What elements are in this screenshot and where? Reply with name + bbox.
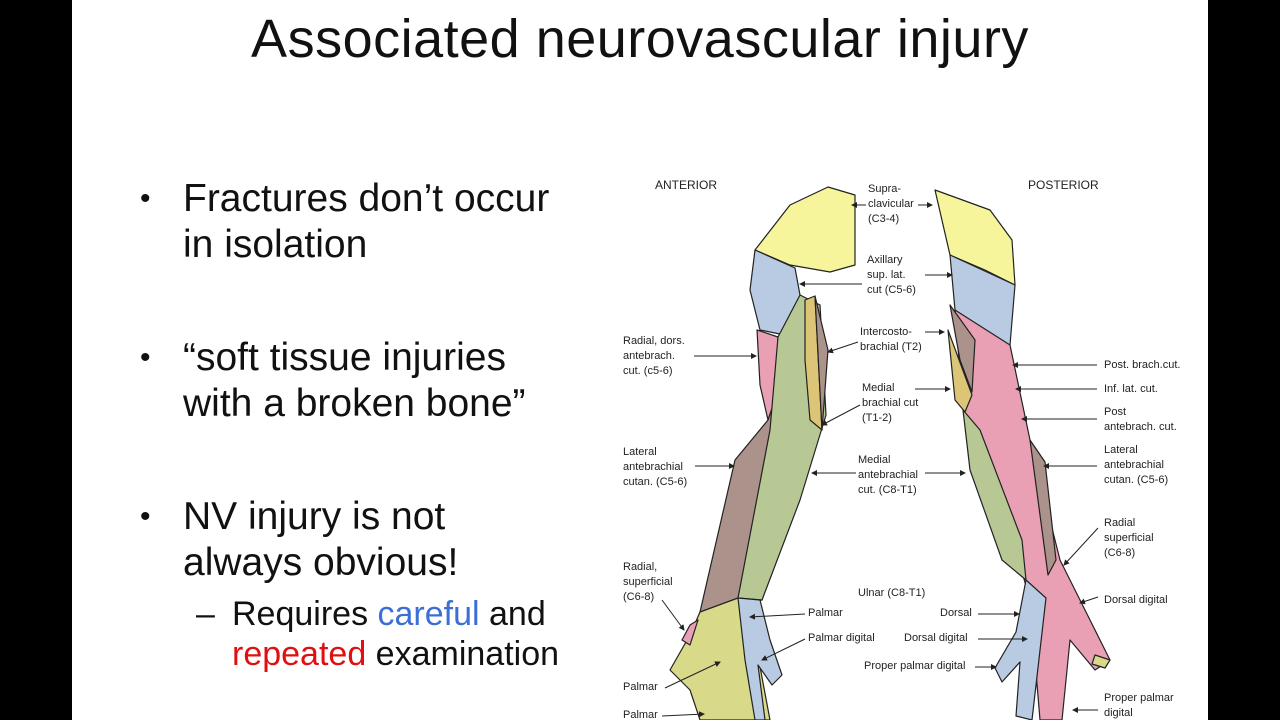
region-proper-palmar-post [1091,654,1111,669]
sub-text: examination [366,635,560,673]
posterior-heading: POSTERIOR [1028,178,1099,192]
bullet-line: always obvious! [183,541,459,584]
highlight-repeated: repeated [232,635,367,673]
arrow [761,638,806,661]
sub-text: Requires [232,595,378,633]
label-palmar-2: Palmar [623,709,658,720]
region-ulnar-palmar [737,597,783,720]
label-post-brach: Post. brach.cut. [1104,359,1181,371]
bullet-line: with a broken bone” [183,382,526,425]
arrow [821,404,861,426]
anterior-heading: ANTERIOR [655,178,718,192]
label-dorsal: Dorsal [940,607,972,619]
posterior-arm [934,189,1111,720]
label-radial-dors: Radial, dors.antebrach.cut. (c5-6) [623,335,685,377]
bullet-line: NV injury is not [183,495,446,538]
region-radial-superficial-ant [681,619,699,646]
arrow [749,613,806,620]
label-ulnar: Ulnar (C8-T1) [858,587,926,599]
label-dorsal-digital: Dorsal digital [904,632,968,644]
arrows [661,202,1099,718]
anterior-arm [669,186,856,720]
label-inf-lat: Inf. lat. cut. [1104,383,1158,395]
region-medial-brachial [804,295,823,431]
arrow [1063,527,1099,566]
label-radial-superficial-ant: Radial,superficial(C6-8) [623,561,673,603]
region-lateral-antebrachial-post [1029,439,1057,576]
arrow [664,661,721,689]
label-palmar-digital: Palmar digital [808,632,875,644]
label-intercostobrachial: Intercosto-brachial (T2) [860,326,922,353]
label-proper-palmar-digital: Proper palmar digital [864,660,966,672]
arrow [661,599,685,631]
highlight-careful: careful [377,595,480,633]
arrow [1079,596,1099,605]
bullet-dot-icon: • [140,500,151,533]
bullet-line: “soft tissue injuries [183,336,506,379]
dermatome-diagram [661,186,1111,720]
region-intercostobrachial [814,295,829,431]
region-supraclavicular [754,186,856,273]
label-supraclavicular: Supra-clavicular(C3-4) [868,183,914,225]
arrow [827,341,859,354]
bullet-dot-icon: • [140,341,151,374]
region-intercostobrachial-post [949,304,976,393]
bullet-line: in isolation [183,223,368,266]
sub-bullet-dash: – [196,595,215,633]
arrow [661,711,705,718]
label-palmar: Palmar [808,607,843,619]
bullet-dot-icon: • [140,182,151,215]
region-ulnar-post [994,579,1047,720]
slide-title: Associated neurovascular injury [251,9,1029,69]
slide: Associated neurovascular injury • Fractu… [72,0,1208,720]
sub-text: and [479,595,546,633]
label-palmar-1: Palmar [623,681,658,693]
label-dorsal-digital-post: Dorsal digital [1104,594,1168,606]
bullet-line: Fractures don’t occur [183,177,550,220]
